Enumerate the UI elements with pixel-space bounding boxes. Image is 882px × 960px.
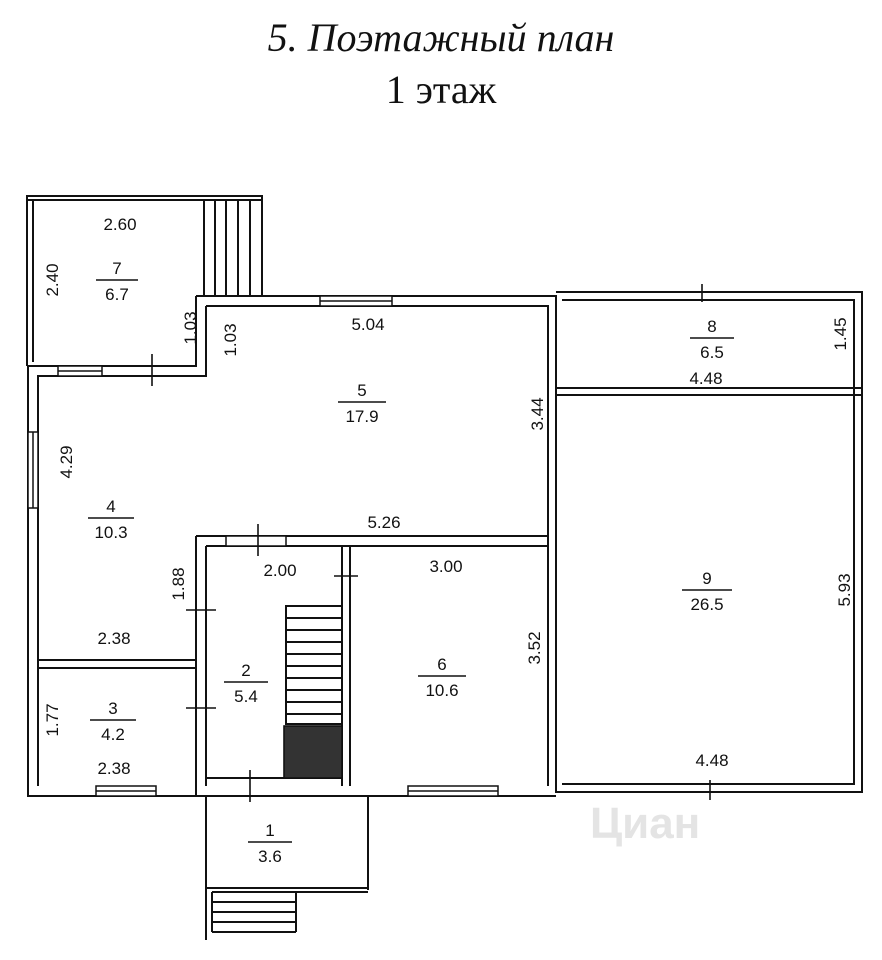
windows <box>27 295 499 797</box>
svg-text:5.4: 5.4 <box>234 687 258 706</box>
room-6-label: 6 10.6 <box>418 655 466 700</box>
door-marks <box>151 284 711 802</box>
svg-text:2: 2 <box>241 661 250 680</box>
svg-text:1.88: 1.88 <box>169 567 188 600</box>
svg-text:4: 4 <box>106 497 115 516</box>
svg-text:7: 7 <box>112 259 121 278</box>
svg-text:5: 5 <box>357 381 366 400</box>
room-5-label: 5 17.9 <box>338 381 386 426</box>
room-2-label: 2 5.4 <box>224 661 268 706</box>
svg-text:1.03: 1.03 <box>221 323 240 356</box>
svg-text:10.3: 10.3 <box>94 523 127 542</box>
svg-text:4.48: 4.48 <box>689 369 722 388</box>
floor-label: 1 этаж <box>385 67 497 112</box>
svg-text:26.5: 26.5 <box>690 595 723 614</box>
svg-text:3: 3 <box>108 699 117 718</box>
room-7-outline <box>26 195 263 201</box>
svg-text:2.38: 2.38 <box>97 759 130 778</box>
svg-text:1.77: 1.77 <box>43 703 62 736</box>
svg-text:5.04: 5.04 <box>351 315 384 334</box>
svg-text:1: 1 <box>265 821 274 840</box>
watermark: Циан <box>590 799 700 848</box>
svg-text:3.6: 3.6 <box>258 847 282 866</box>
svg-text:9: 9 <box>702 569 711 588</box>
stair-hatch <box>283 725 343 779</box>
room-7-label: 7 6.7 <box>96 259 138 304</box>
room-8-label: 8 6.5 <box>690 317 734 362</box>
svg-text:5.26: 5.26 <box>367 513 400 532</box>
room-labels: 7 6.7 5 17.9 8 6.5 4 10.3 9 26.5 6 10.6 <box>88 259 734 866</box>
svg-text:2.00: 2.00 <box>263 561 296 580</box>
room-1-label: 1 3.6 <box>248 821 292 866</box>
room-4-label: 4 10.3 <box>88 497 134 542</box>
svg-text:1.03: 1.03 <box>181 311 200 344</box>
svg-text:2.38: 2.38 <box>97 629 130 648</box>
svg-text:6.5: 6.5 <box>700 343 724 362</box>
svg-text:3.44: 3.44 <box>528 397 547 430</box>
svg-text:4.48: 4.48 <box>695 751 728 770</box>
plan-title: 5. Поэтажный план <box>267 15 615 60</box>
room-9-label: 9 26.5 <box>682 569 732 614</box>
svg-text:2.40: 2.40 <box>43 263 62 296</box>
svg-text:10.6: 10.6 <box>425 681 458 700</box>
svg-text:6.7: 6.7 <box>105 285 129 304</box>
svg-text:2.60: 2.60 <box>103 215 136 234</box>
svg-text:4.29: 4.29 <box>57 445 76 478</box>
svg-text:1.45: 1.45 <box>831 317 850 350</box>
svg-text:3.00: 3.00 <box>429 557 462 576</box>
svg-text:4.2: 4.2 <box>101 725 125 744</box>
room-3-label: 3 4.2 <box>90 699 136 744</box>
svg-text:8: 8 <box>707 317 716 336</box>
svg-text:17.9: 17.9 <box>345 407 378 426</box>
dimension-labels: 2.60 2.40 1.03 1.03 5.04 3.44 5.26 4.48 … <box>43 215 854 778</box>
svg-text:3.52: 3.52 <box>525 631 544 664</box>
svg-text:6: 6 <box>437 655 446 674</box>
svg-text:5.93: 5.93 <box>835 573 854 606</box>
